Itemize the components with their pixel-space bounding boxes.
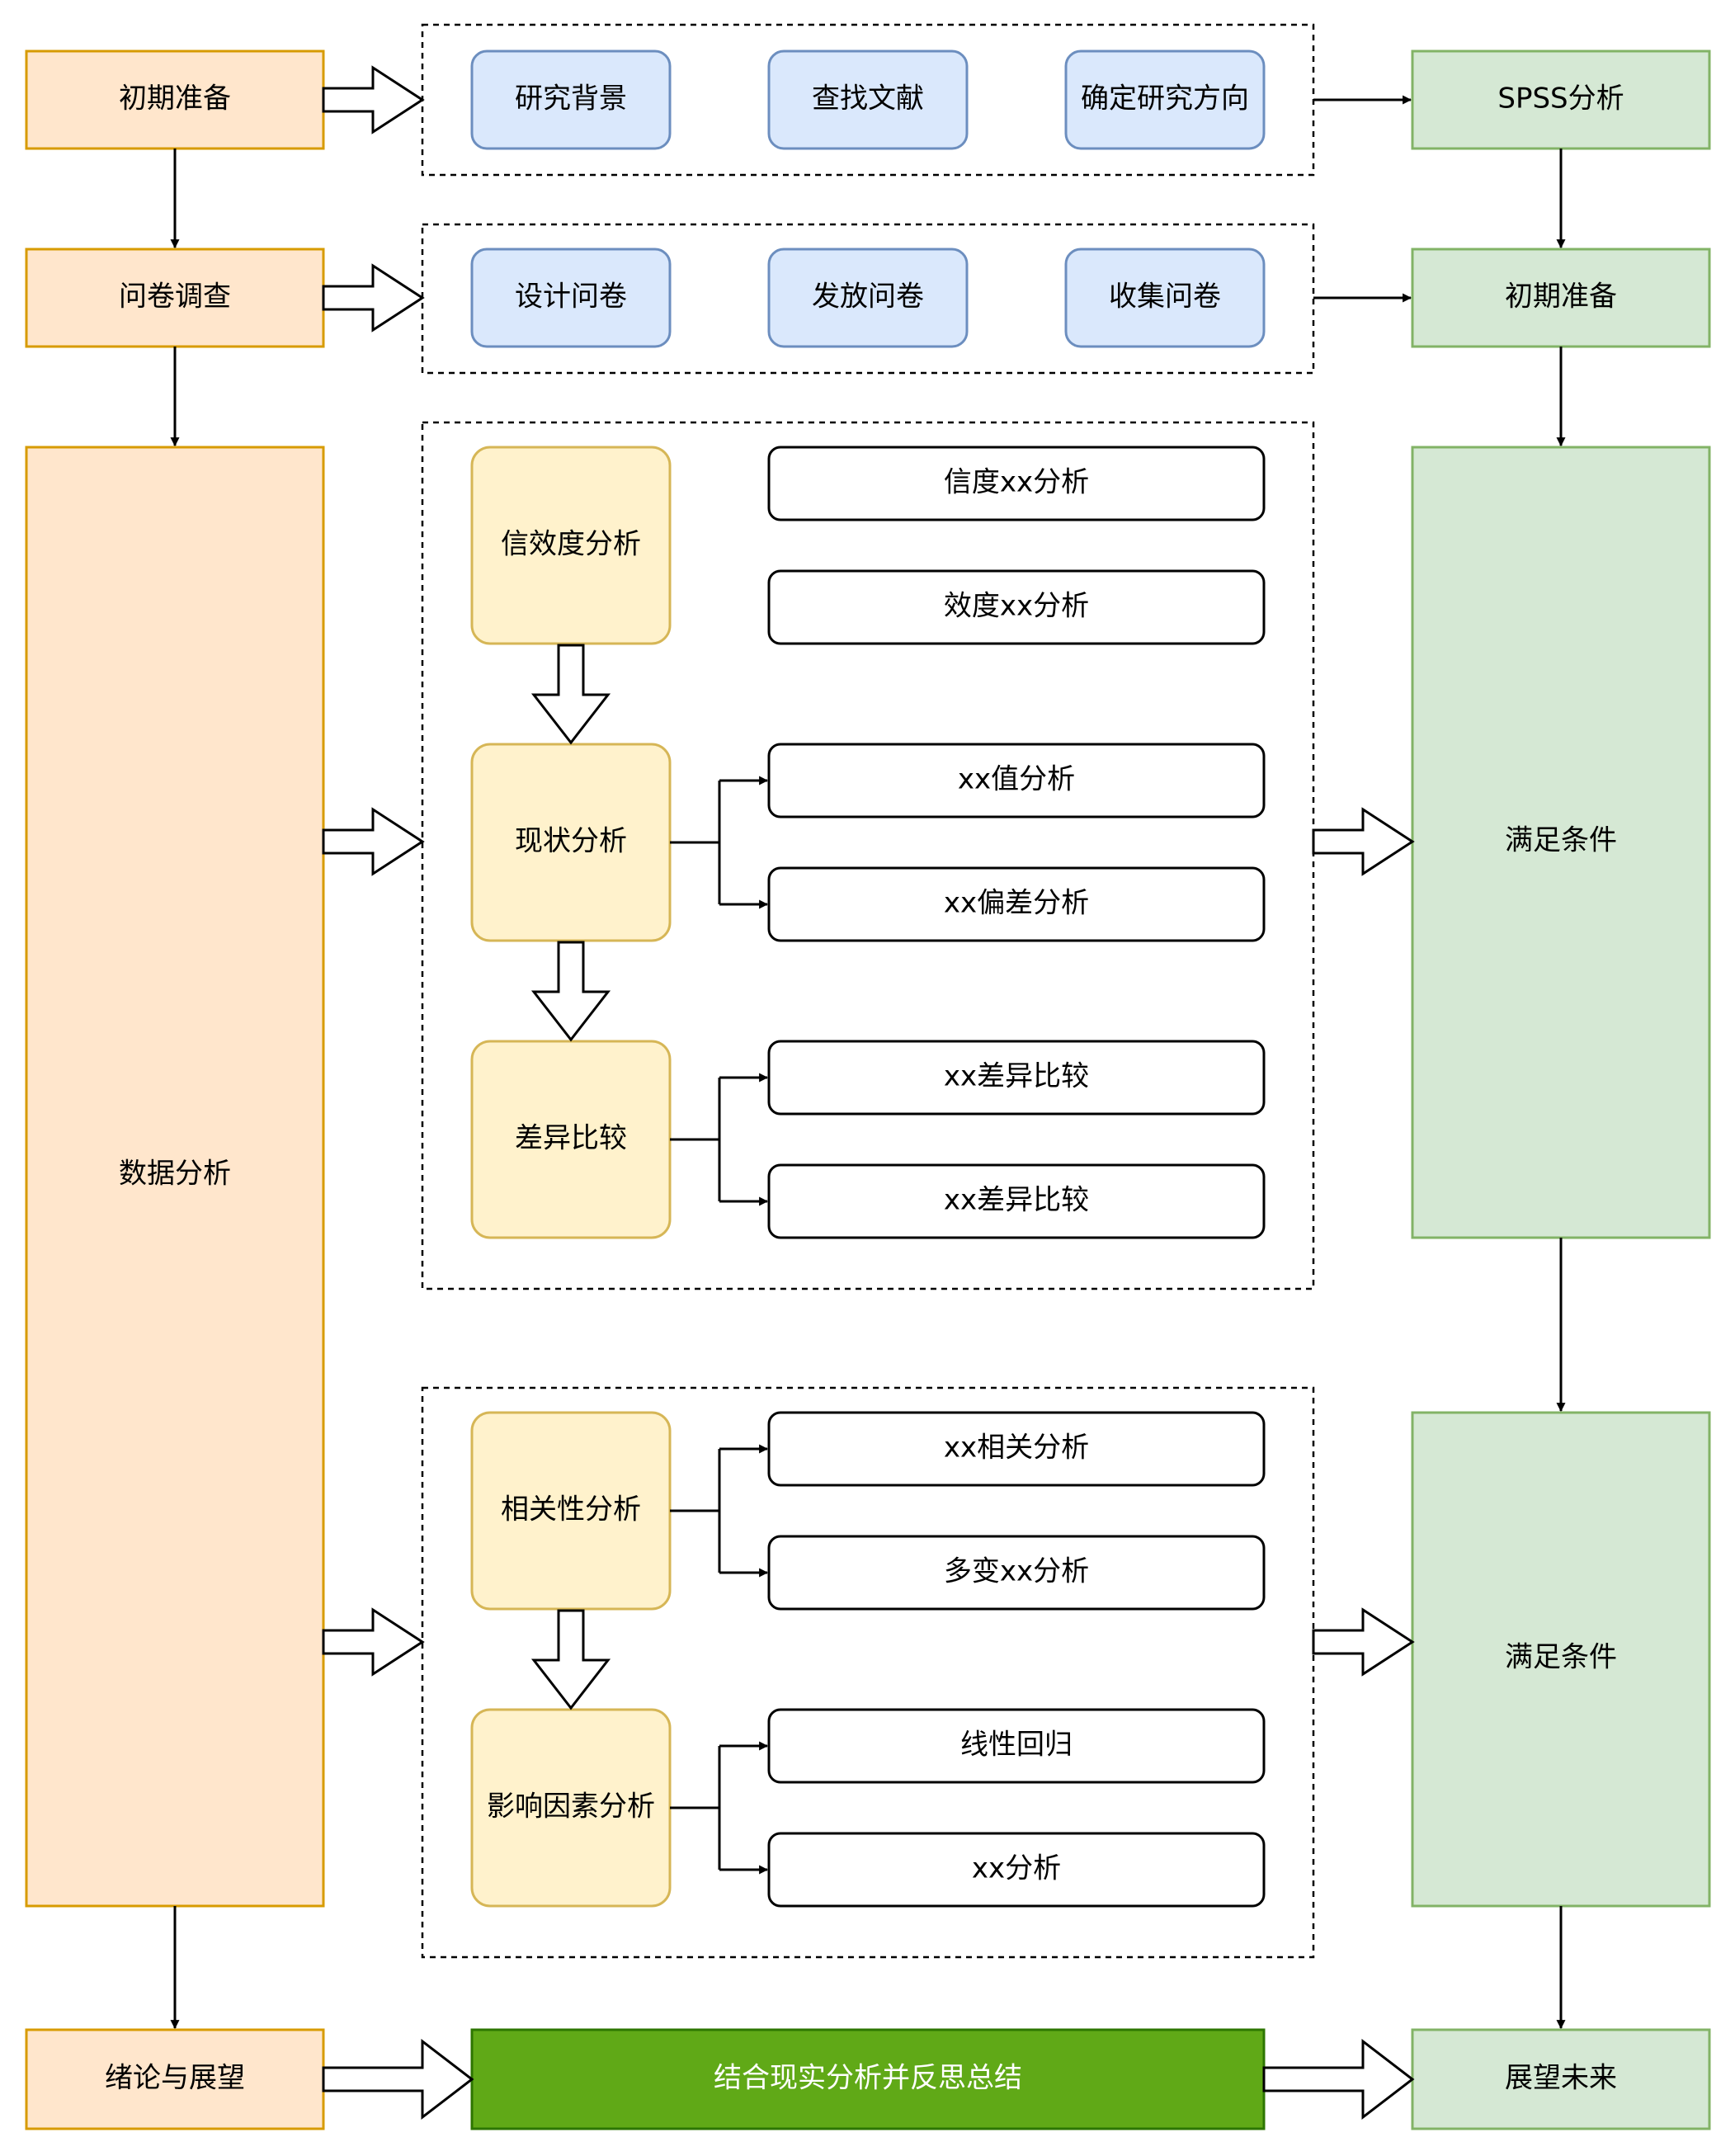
reliability-item-2[interactable]: 效度xx分析: [767, 569, 1266, 645]
difference-comparison-label: 差异比较: [515, 1122, 627, 1155]
status-item-1-label: xx值分析: [958, 763, 1075, 796]
block-arrow-reliability-to-status: [530, 644, 611, 745]
left-survey-node[interactable]: 问卷调查: [25, 248, 325, 348]
right-spss-node[interactable]: SPSS分析: [1411, 50, 1711, 150]
prep-step-1[interactable]: 研究背景: [470, 50, 672, 150]
survey-step-3-label: 收集问卷: [1109, 281, 1221, 314]
block-arrow-survey-to-group: [322, 263, 425, 333]
right-prep-node[interactable]: 初期准备: [1411, 248, 1711, 348]
survey-step-3[interactable]: 收集问卷: [1064, 248, 1266, 348]
influence-item-1[interactable]: 线性回归: [767, 1708, 1266, 1784]
reliability-analysis-label: 信效度分析: [501, 528, 641, 561]
influence-item-2-label: xx分析: [972, 1852, 1061, 1885]
right-future-label: 展望未来: [1505, 2062, 1617, 2095]
status-item-2[interactable]: xx偏差分析: [767, 866, 1266, 942]
block-arrow-factor-group-to-cond2: [1312, 1607, 1415, 1677]
block-arrow-conclusion-to-summary: [322, 2038, 474, 2121]
right-condition-1-node[interactable]: 满足条件: [1411, 446, 1711, 1239]
group-frame-analysis: [421, 421, 1315, 1290]
left-conclusion-node[interactable]: 绪论与展望: [25, 2028, 325, 2130]
influence-item-1-label: 线性回归: [960, 1729, 1073, 1762]
reliability-analysis-node[interactable]: 信效度分析: [470, 446, 672, 645]
influence-item-2[interactable]: xx分析: [767, 1832, 1266, 1908]
block-arrow-analysis-to-group: [322, 807, 425, 876]
correlation-analysis-label: 相关性分析: [501, 1493, 641, 1526]
correlation-item-2-label: 多变xx分析: [944, 1555, 1089, 1588]
reliability-item-1[interactable]: 信度xx分析: [767, 446, 1266, 521]
difference-item-2[interactable]: xx差异比较: [767, 1163, 1266, 1239]
influence-factor-label: 影响因素分析: [487, 1790, 655, 1823]
prep-step-1-label: 研究背景: [515, 83, 627, 116]
right-condition-2-node[interactable]: 满足条件: [1411, 1411, 1711, 1908]
right-future-node[interactable]: 展望未来: [1411, 2028, 1711, 2130]
correlation-analysis-node[interactable]: 相关性分析: [470, 1411, 672, 1611]
correlation-item-1[interactable]: xx相关分析: [767, 1411, 1266, 1487]
block-arrow-analysis-to-factor-group: [322, 1607, 425, 1677]
left-survey-label: 问卷调查: [119, 281, 231, 314]
left-prep-label: 初期准备: [119, 83, 231, 116]
prep-step-2[interactable]: 查找文献: [767, 50, 969, 150]
block-arrow-correlation-to-influence: [530, 1609, 611, 1710]
left-analysis-label: 数据分析: [119, 1158, 231, 1191]
status-item-1[interactable]: xx值分析: [767, 743, 1266, 819]
right-prep-label: 初期准备: [1505, 281, 1617, 314]
reliability-item-2-label: 效度xx分析: [944, 590, 1089, 623]
left-prep-node[interactable]: 初期准备: [25, 50, 325, 150]
branch-status: [670, 776, 769, 909]
prep-step-3-label: 确定研究方向: [1081, 83, 1249, 116]
block-arrow-prep-to-group: [322, 65, 425, 134]
status-item-2-label: xx偏差分析: [944, 887, 1089, 920]
left-conclusion-label: 绪论与展望: [105, 2062, 245, 2095]
block-arrow-group-to-cond1: [1312, 807, 1415, 876]
branch-difference: [670, 1073, 769, 1206]
influence-factor-node[interactable]: 影响因素分析: [470, 1708, 672, 1908]
reliability-item-1-label: 信度xx分析: [944, 466, 1089, 499]
survey-step-1-label: 设计问卷: [515, 281, 627, 314]
difference-comparison-node[interactable]: 差异比较: [470, 1040, 672, 1239]
difference-item-2-label: xx差异比较: [944, 1184, 1089, 1217]
branch-correlation: [670, 1444, 769, 1578]
prep-step-2-label: 查找文献: [812, 83, 924, 116]
correlation-item-2[interactable]: 多变xx分析: [767, 1535, 1266, 1611]
survey-step-2[interactable]: 发放问卷: [767, 248, 969, 348]
right-spss-label: SPSS分析: [1497, 83, 1624, 116]
summary-label: 结合现实分析并反思总结: [714, 2062, 1022, 2095]
survey-step-1[interactable]: 设计问卷: [470, 248, 672, 348]
difference-item-1[interactable]: xx差异比较: [767, 1040, 1266, 1116]
block-arrow-status-to-difference: [530, 941, 611, 1042]
difference-item-1-label: xx差异比较: [944, 1060, 1089, 1093]
group-frame-factor: [421, 1386, 1315, 1959]
status-analysis-label: 现状分析: [515, 825, 627, 858]
block-arrow-summary-to-future: [1262, 2038, 1415, 2121]
status-analysis-node[interactable]: 现状分析: [470, 743, 672, 942]
prep-step-3[interactable]: 确定研究方向: [1064, 50, 1266, 150]
right-condition-2-label: 满足条件: [1505, 1641, 1617, 1674]
right-condition-1-label: 满足条件: [1505, 824, 1617, 857]
left-analysis-node[interactable]: 数据分析: [25, 446, 325, 1908]
summary-node[interactable]: 结合现实分析并反思总结: [470, 2028, 1266, 2130]
branch-influence: [670, 1741, 769, 1875]
survey-step-2-label: 发放问卷: [812, 281, 924, 314]
correlation-item-1-label: xx相关分析: [944, 1432, 1089, 1465]
